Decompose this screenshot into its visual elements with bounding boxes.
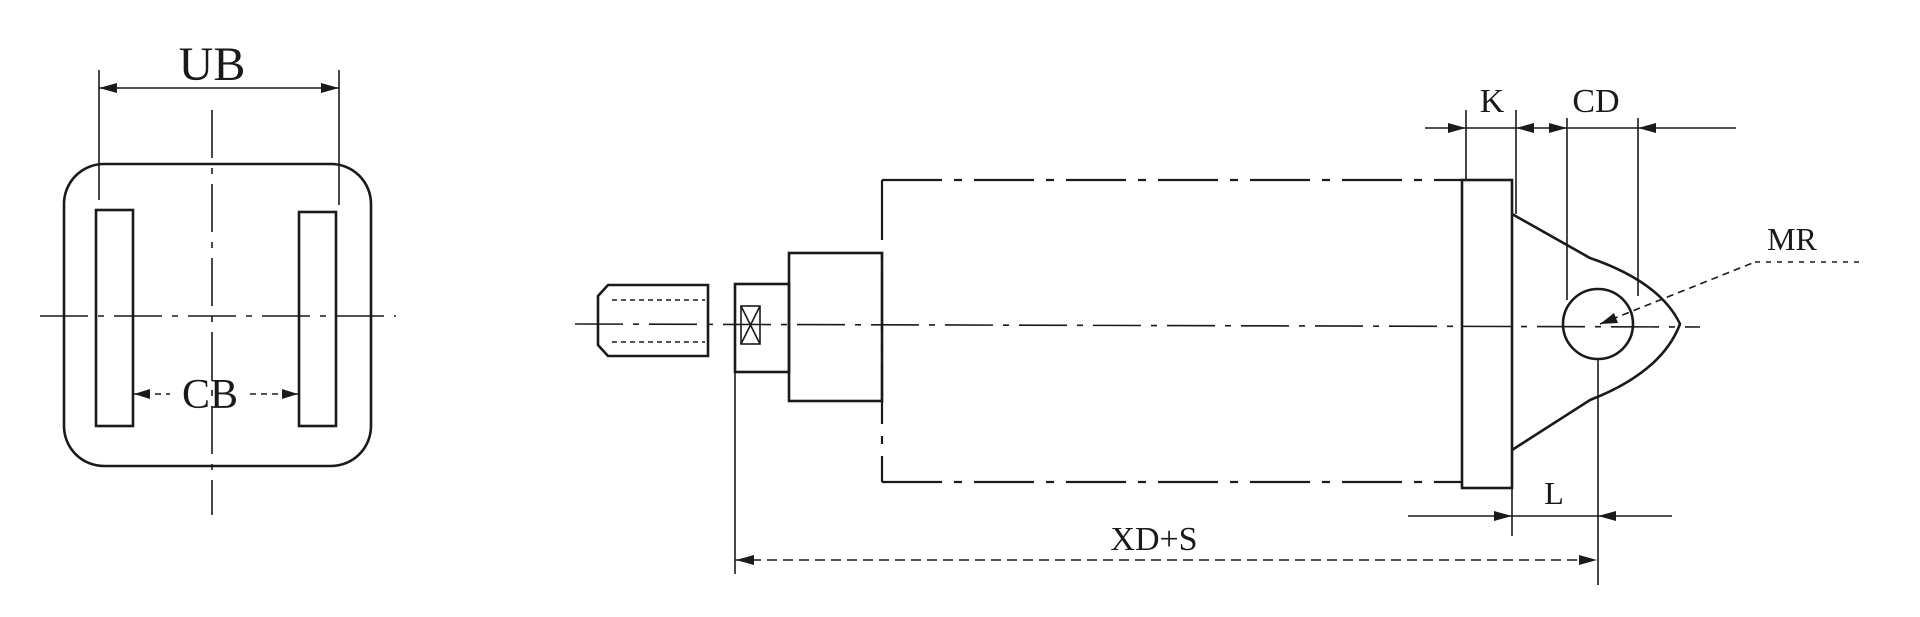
front-head [787, 251, 884, 403]
side-view-centerline [574, 323, 1701, 328]
end-view: UB CB [40, 38, 396, 515]
l-label: L [1544, 475, 1564, 511]
l-arrow-left [1494, 511, 1512, 521]
rod-wrench-flat [733, 282, 791, 374]
rod-thread-end [596, 283, 710, 358]
side-view: K CD MR L XD+S [574, 83, 1860, 585]
ub-label: UB [179, 38, 246, 91]
cd-label: CD [1572, 83, 1619, 120]
clevis-pin-hole [1561, 287, 1635, 361]
cb-arrow-left [134, 389, 150, 399]
k-label: K [1480, 83, 1505, 120]
wrench-cross-2 [740, 305, 761, 345]
ub-arrow-right [321, 83, 339, 93]
cd-arrow-right [1638, 123, 1656, 133]
rod-wrench-flat-box [740, 305, 761, 345]
cb-label: CB [182, 372, 238, 418]
mr-arrow [1600, 313, 1618, 324]
xds-arrow-left [736, 555, 754, 565]
mr-leader-line [1599, 261, 1756, 325]
k-arrow-right [1516, 123, 1534, 133]
mr-label: MR [1767, 221, 1817, 257]
cd-arrow-left [1549, 123, 1567, 133]
end-view-left-clevis-plate [94, 208, 135, 428]
l-arrow-right [1598, 511, 1616, 521]
k-arrow-left [1448, 123, 1466, 133]
xds-arrow-right [1579, 555, 1597, 565]
end-view-right-clevis-plate [297, 210, 338, 428]
xds-label: XD+S [1110, 521, 1197, 558]
rear-cap [1460, 178, 1514, 490]
end-view-outline [62, 162, 373, 468]
cb-arrow-right [282, 389, 298, 399]
ub-arrow-left [99, 83, 117, 93]
clevis-lug [1511, 212, 1682, 452]
